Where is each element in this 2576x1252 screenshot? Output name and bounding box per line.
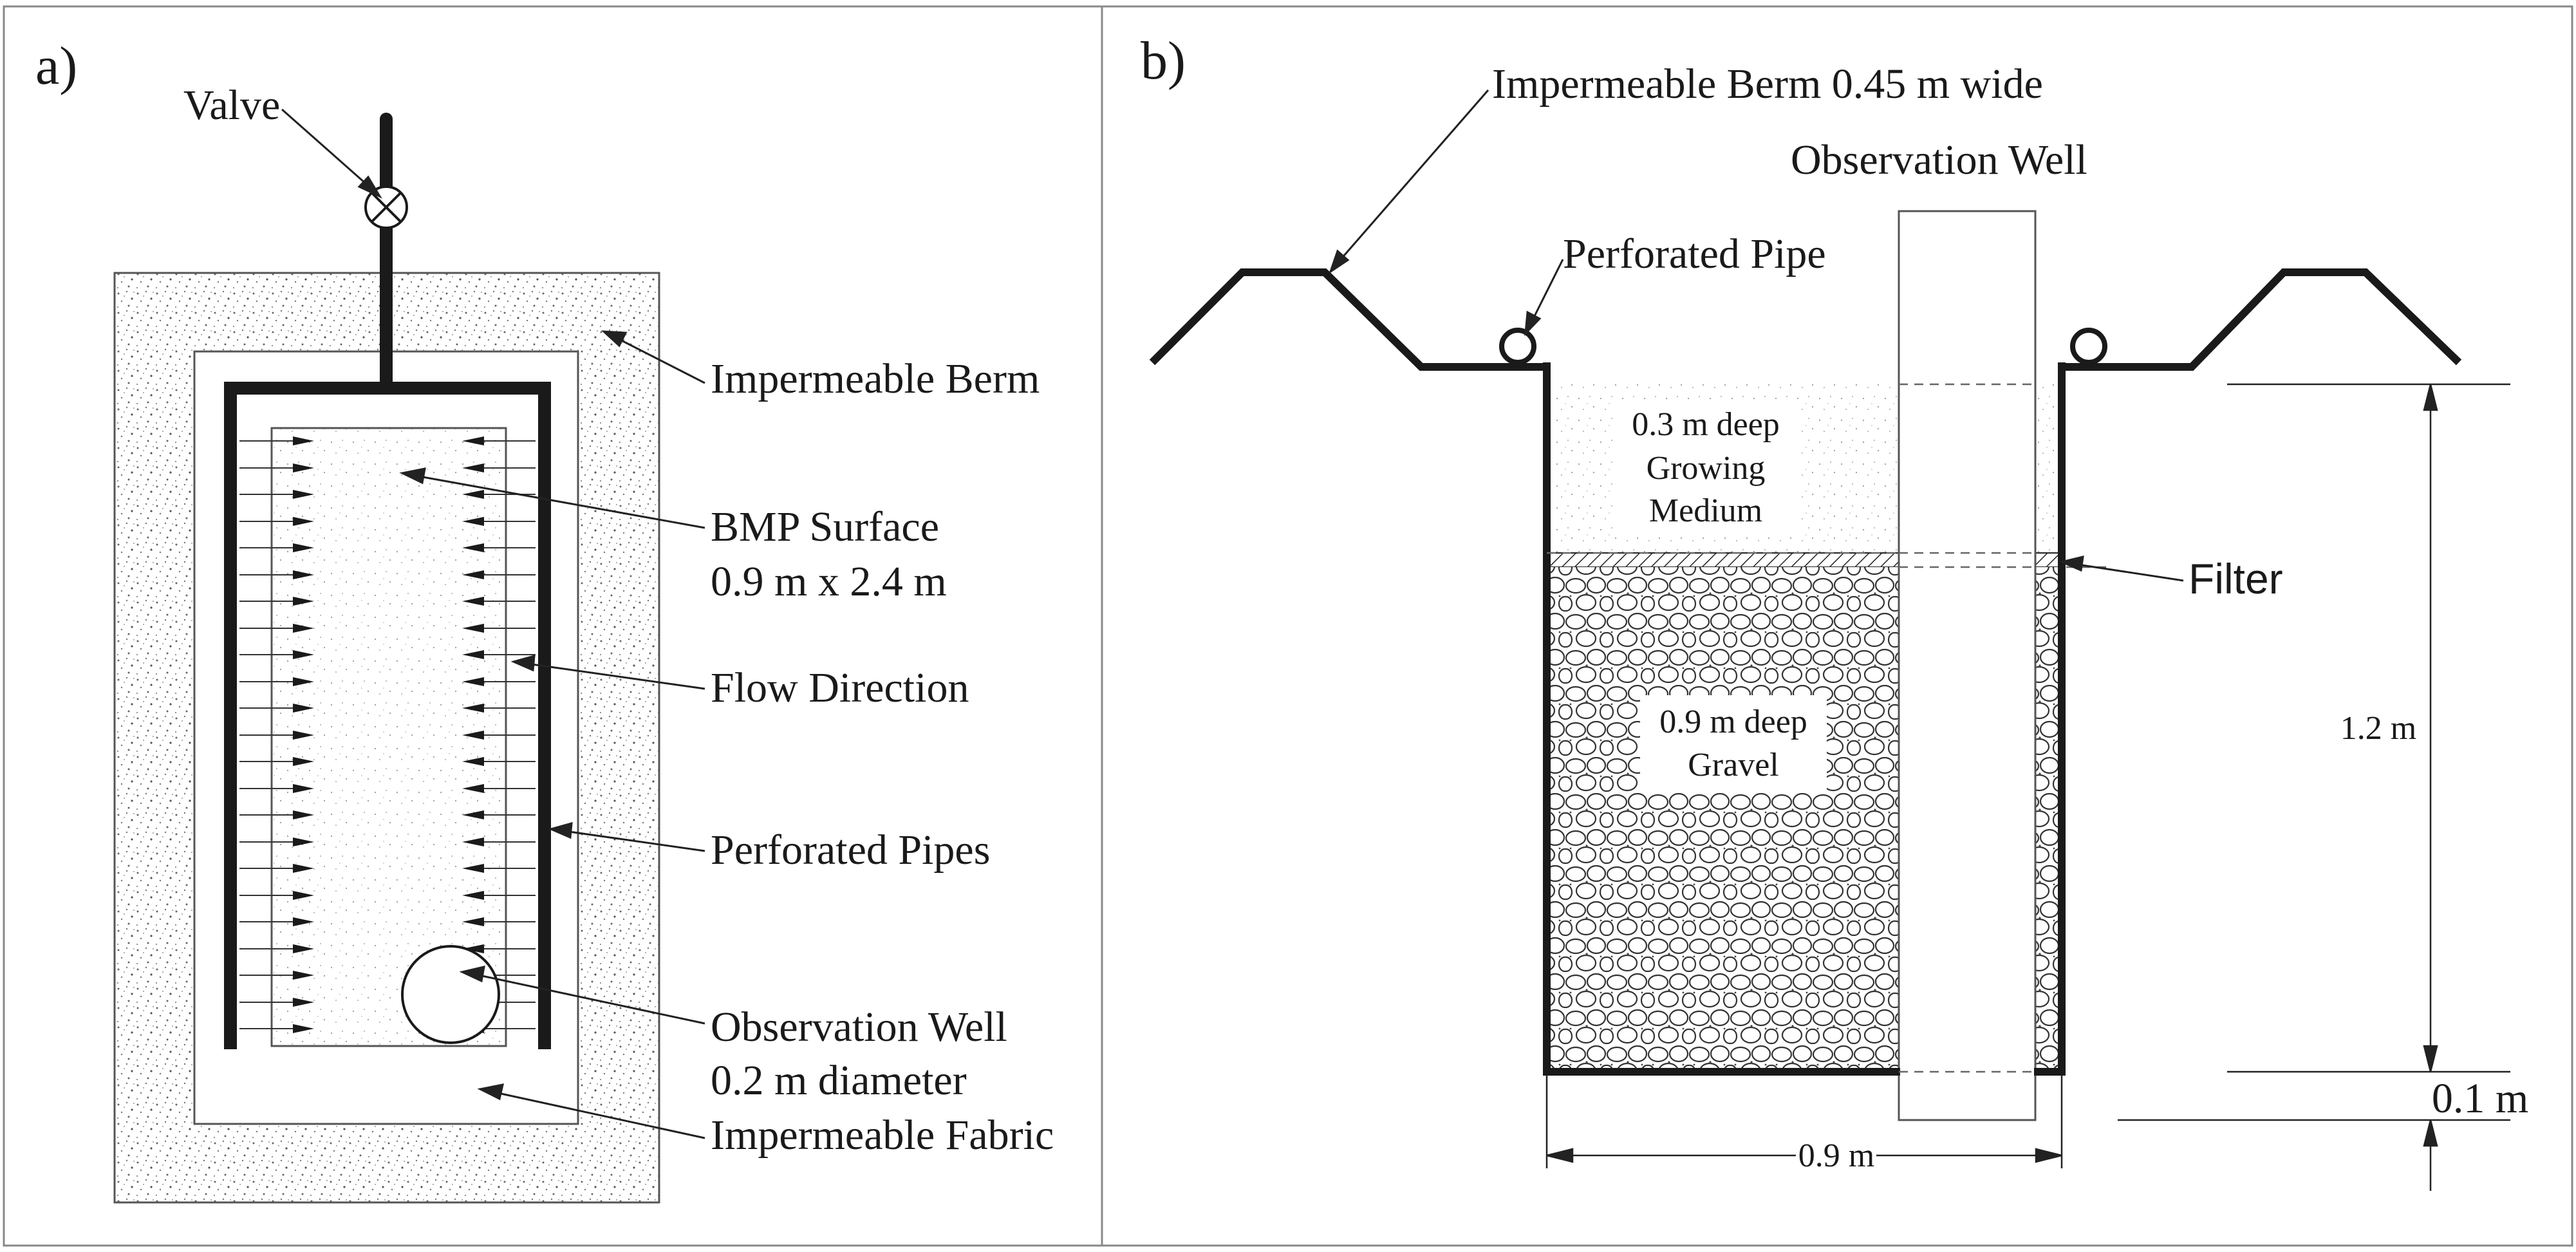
flow-arrow-left-head [293, 597, 314, 606]
observation-well-section [1898, 210, 2037, 1121]
flow-arrow-left-head [293, 757, 314, 766]
gravel-label-bg [1640, 695, 1827, 793]
flow-arrow-right-head [462, 731, 484, 740]
flow-arrow-left-head [293, 677, 314, 686]
growing-medium-label-3: Medium [1649, 492, 1762, 529]
growing-medium-label-bg [1612, 399, 1799, 536]
flow-arrow-right-head [462, 543, 484, 552]
flow-arrow-left-head [293, 837, 314, 846]
impermeable-berm-width-label: Impermeable Berm 0.45 m wide [1492, 61, 2043, 107]
trench-wall-right [2034, 362, 2066, 1076]
trench-wall-left [1543, 362, 1900, 1076]
flow-arrow-left-head [293, 490, 314, 499]
panel-a-label: a) [35, 36, 77, 96]
flow-arrow-right-head [462, 837, 484, 846]
layer-dashes [1547, 383, 2111, 1073]
flow-arrow-right-head [462, 757, 484, 766]
perforated-pipes-label: Perforated Pipes [711, 827, 990, 874]
flow-arrow-left-head [293, 543, 314, 552]
impermeable-berm-label: Impermeable Berm [711, 355, 1040, 402]
flow-arrow-right-head [462, 944, 484, 953]
flow-arrow-left-head [293, 570, 314, 579]
perforated-pipe-right [2070, 328, 2107, 365]
perforated-pipe-left [1499, 328, 1536, 365]
bmp-surface-size-label: 0.9 m x 2.4 m [711, 558, 947, 605]
flow-arrow-right-head [462, 784, 484, 793]
flow-arrow-right-head [462, 810, 484, 819]
panel-a: a) Valve Imperm [35, 36, 1054, 1204]
panel-b-label: b) [1141, 31, 1186, 91]
flow-arrow-left-head [293, 917, 314, 926]
flow-arrow-right-head [462, 436, 484, 445]
flow-arrow-left-head [293, 624, 314, 633]
figure-frame [3, 5, 2573, 1247]
flow-arrow-left-head [293, 784, 314, 793]
valve-icon [364, 185, 408, 229]
flow-arrow-left-head [293, 517, 314, 526]
flow-arrow-right-head [462, 490, 484, 499]
impermeable-fabric-label: Impermeable Fabric [711, 1112, 1054, 1159]
flow-arrow-left-head [293, 891, 314, 900]
perforated-pipe-label: Perforated Pipe [1563, 230, 1826, 277]
bmp-surface-plan [270, 427, 507, 1047]
flow-arrow-right-head [462, 917, 484, 926]
dimension-height [2118, 383, 2510, 1191]
dimension-width [1545, 1075, 2063, 1168]
flow-arrow-left-head [293, 463, 314, 472]
observation-well-label-b: Observation Well [1791, 136, 2087, 183]
flow-arrow-left-head [293, 1024, 314, 1033]
flow-arrow-right-head [462, 864, 484, 873]
flow-arrow-right-head [462, 517, 484, 526]
flow-arrow-right-head [462, 597, 484, 606]
flow-arrow-right-head [462, 891, 484, 900]
berm-right [2062, 268, 2462, 371]
flow-arrow-left-head [293, 436, 314, 445]
growing-medium-depth-label: 0.3 m deep [1632, 406, 1780, 443]
flow-arrow-right-head [462, 624, 484, 633]
gravel-label: Gravel [1688, 747, 1778, 783]
flow-arrow-left-head [293, 944, 314, 953]
flow-arrow-left-head [293, 998, 314, 1007]
flow-arrow-right-head [462, 463, 484, 472]
leader-lines-a [281, 108, 705, 1139]
bmp-surface-label: BMP Surface [711, 503, 939, 550]
flow-arrow-left-head [293, 704, 314, 713]
flow-direction-label: Flow Direction [711, 664, 969, 711]
flow-arrow-left-head [293, 810, 314, 819]
dimension-width-label: 0.9 m [1798, 1137, 1874, 1174]
gravel-depth-label: 0.9 m deep [1659, 704, 1807, 740]
berm-left [1149, 268, 1547, 371]
flow-arrow-left-head [293, 864, 314, 873]
valve-label: Valve [183, 82, 280, 129]
flow-arrow-left-head [293, 650, 314, 659]
observation-well-label: Observation Well [711, 1004, 1007, 1051]
observation-well-plan [401, 945, 500, 1044]
flow-arrow-left-head [293, 971, 314, 980]
filter-label: Filter [2189, 555, 2283, 603]
dimension-bottom-label: 0.1 m [2432, 1075, 2528, 1122]
flow-arrow-right-head [462, 650, 484, 659]
flow-arrow-left-head [293, 731, 314, 740]
observation-well-diameter-label: 0.2 m diameter [711, 1057, 967, 1104]
flow-arrow-right-head [462, 570, 484, 579]
panel-b: b) [1141, 31, 2528, 1191]
dimension-height-label: 1.2 m [2340, 710, 2416, 747]
flow-arrow-right-head [462, 704, 484, 713]
flow-arrow-right-head [462, 677, 484, 686]
growing-medium-label-2: Growing [1647, 450, 1766, 487]
leader-lines-b [1329, 89, 2184, 582]
